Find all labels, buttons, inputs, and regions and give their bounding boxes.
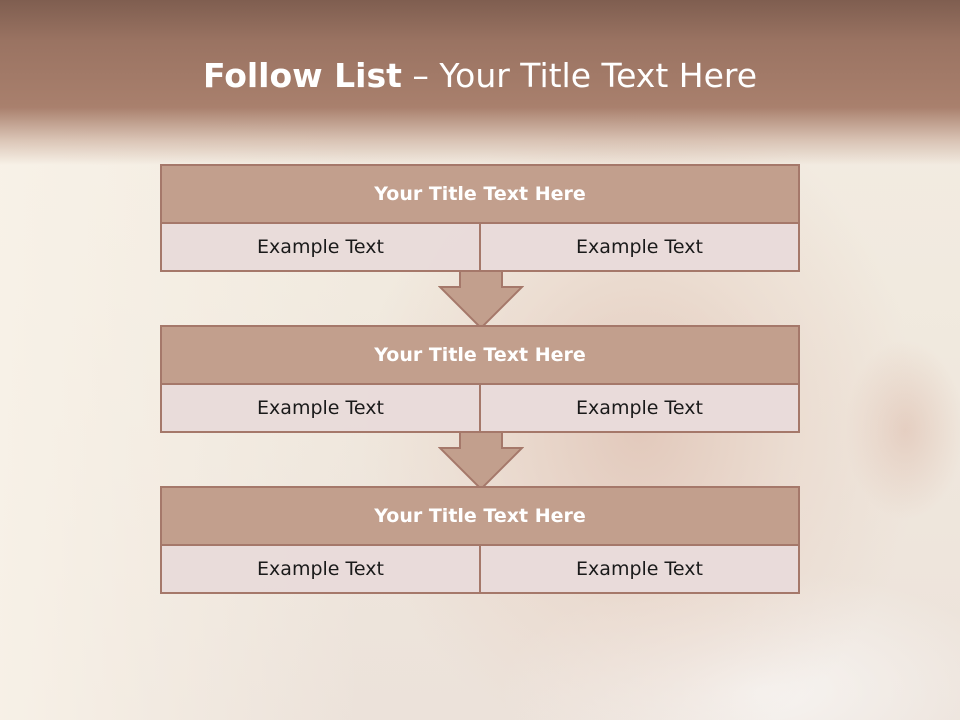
slide-title: Follow List – Your Title Text Here [0, 52, 960, 100]
step-heading: Your Title Text Here [162, 327, 798, 385]
step-cell-left: Example Text [162, 224, 479, 270]
step-cell-right: Example Text [479, 224, 798, 270]
slide-title-bold: Follow List [202, 56, 402, 95]
step-heading: Your Title Text Here [162, 166, 798, 224]
down-arrow-icon [438, 431, 524, 491]
step-box-2: Your Title Text Here Example Text Exampl… [160, 325, 800, 433]
down-arrow-icon [438, 270, 524, 330]
step-cell-left: Example Text [162, 546, 479, 592]
step-box-1: Your Title Text Here Example Text Exampl… [160, 164, 800, 272]
step-box-3: Your Title Text Here Example Text Exampl… [160, 486, 800, 594]
slide-title-rest: – Your Title Text Here [401, 56, 758, 95]
step-row: Example Text Example Text [162, 385, 798, 431]
step-cell-right: Example Text [479, 385, 798, 431]
step-cell-right: Example Text [479, 546, 798, 592]
title-band [0, 0, 960, 165]
step-heading: Your Title Text Here [162, 488, 798, 546]
step-row: Example Text Example Text [162, 224, 798, 270]
step-row: Example Text Example Text [162, 546, 798, 592]
step-cell-left: Example Text [162, 385, 479, 431]
